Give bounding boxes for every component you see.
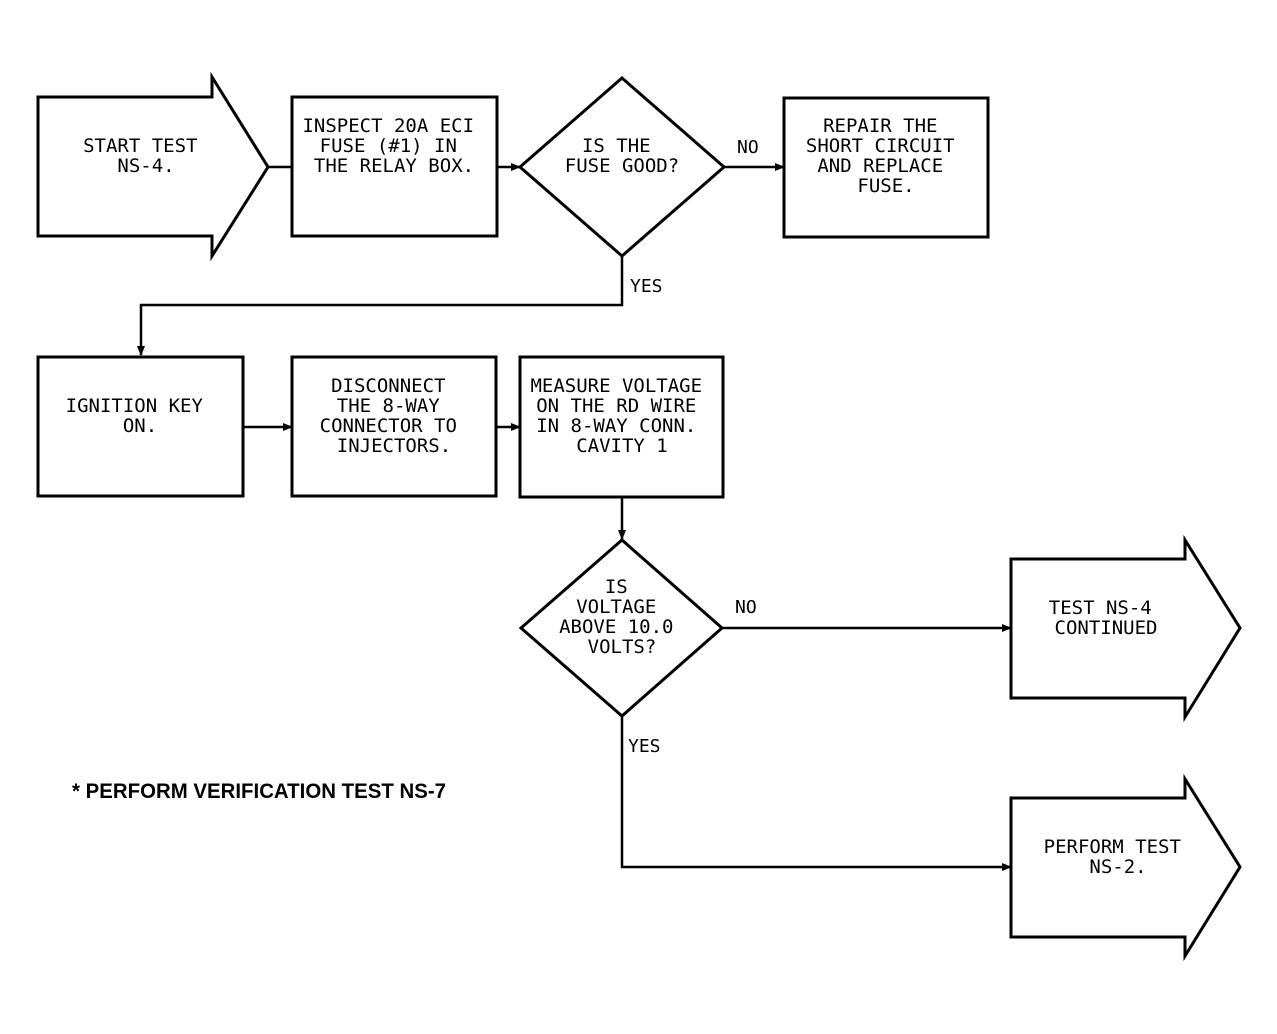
ignition-key-line-1: IGNITION KEY [66,395,204,417]
connector-voltage-yes-to-perform-ns2 [620,716,1012,871]
fuse-good-decision: IS THE FUSE GOOD? [517,76,727,258]
fuse-no-label: NO [737,137,759,158]
inspect-fuse-node: INSPECT 20A ECI FUSE (#1) IN THE RELAY B… [290,95,499,238]
measure-voltage-line-4: CAVITY 1 [576,435,668,457]
disconnect-line-2: THE 8-WAY [337,395,441,417]
ns4-continued-node: TEST NS-4 CONTINUED [1009,534,1242,723]
measure-voltage-text: MEASURE VOLTAGE ON THE RD WIRE IN 8-WAY … [530,375,713,457]
measure-voltage-line-1: MEASURE VOLTAGE [530,375,702,397]
start-test-node: START TEST NS-4. [36,71,270,262]
disconnect-line-1: DISCONNECT [331,375,445,397]
fuse-good-line-1: IS THE [582,135,651,157]
ns4-continued-line-2: CONTINUED [1055,617,1158,639]
disconnect-text: DISCONNECT THE 8-WAY CONNECTOR TO INJECT… [320,375,469,457]
ns4-continued-text: TEST NS-4 CONTINUED [1049,597,1163,639]
start-test-text: START TEST NS-4. [83,135,209,177]
voltage-check-line-3: ABOVE 10.0 [559,616,673,638]
inspect-fuse-line-1: INSPECT 20A ECI [302,115,474,137]
inspect-fuse-text: INSPECT 20A ECI FUSE (#1) IN THE RELAY B… [302,115,485,177]
repair-line-2: SHORT CIRCUIT [806,135,955,157]
repair-line-4: FUSE. [857,175,914,197]
fuse-yes-label: YES [630,276,663,297]
connector-fuse-yes-to-ignition [137,256,624,356]
ignition-key-node: IGNITION KEY ON. [36,355,245,498]
start-test-line-2: NS-4. [117,155,174,177]
perform-ns2-text: PERFORM TEST NS-2. [1044,836,1193,878]
verification-footnote: * PERFORM VERIFICATION TEST NS-7 [72,780,446,803]
measure-voltage-line-3: IN 8-WAY CONN. [536,415,696,437]
voltage-check-line-2: VOLTAGE [576,596,656,618]
repair-line-3: AND REPLACE [817,155,943,177]
voltage-check-line-4: VOLTS? [588,636,657,658]
voltage-yes-label: YES [628,736,661,757]
inspect-fuse-line-3: THE RELAY BOX. [314,155,474,177]
start-test-line-1: START TEST [83,135,197,157]
inspect-fuse-line-2: FUSE (#1) IN [320,135,457,157]
ns4-continued-line-1: TEST NS-4 [1049,597,1152,619]
repair-node: REPAIR THE SHORT CIRCUIT AND REPLACE FUS… [782,96,990,239]
fuse-good-line-2: FUSE GOOD? [565,155,679,177]
disconnect-line-3: CONNECTOR TO [320,415,457,437]
voltage-no-label: NO [735,597,757,618]
measure-voltage-line-2: ON THE RD WIRE [536,395,696,417]
perform-ns2-line-1: PERFORM TEST [1044,836,1181,858]
perform-ns2-node: PERFORM TEST NS-2. [1009,773,1242,962]
measure-voltage-node: MEASURE VOLTAGE ON THE RD WIRE IN 8-WAY … [518,355,725,499]
disconnect-node: DISCONNECT THE 8-WAY CONNECTOR TO INJECT… [290,355,498,498]
perform-ns2-line-2: NS-2. [1089,856,1146,878]
repair-text: REPAIR THE SHORT CIRCUIT AND REPLACE FUS… [806,115,966,197]
ignition-key-text: IGNITION KEY ON. [66,395,215,437]
repair-line-1: REPAIR THE [823,115,937,137]
voltage-check-decision: IS VOLTAGE ABOVE 10.0 VOLTS? [518,538,725,718]
voltage-check-line-1: IS [605,576,628,598]
voltage-check-text: IS VOLTAGE ABOVE 10.0 VOLTS? [559,576,685,658]
fuse-good-text: IS THE FUSE GOOD? [565,135,679,177]
disconnect-line-4: INJECTORS. [337,435,451,457]
ignition-key-line-2: ON. [123,415,157,437]
